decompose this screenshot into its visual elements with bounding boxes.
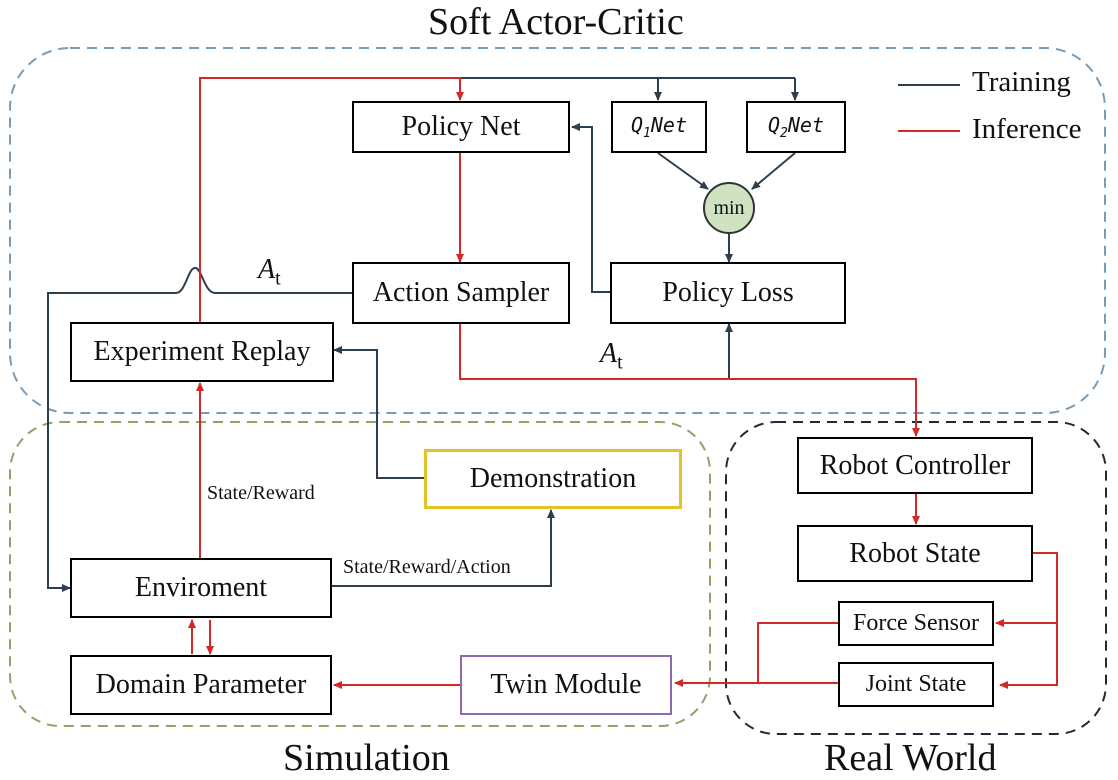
policy-net-box: Policy Net: [352, 101, 570, 153]
environment-label: Enviroment: [134, 572, 268, 603]
q1-net-box: Q1Net: [611, 101, 707, 153]
environment-box: Enviroment: [70, 558, 332, 618]
edge-policy-loss-to-policy-net: [571, 123, 610, 293]
demonstration-box: Demonstration: [424, 449, 682, 509]
edge-action-to-environment: [47, 267, 352, 592]
twin-module-label: Twin Module: [490, 669, 642, 700]
min-label: min: [713, 196, 745, 219]
legend-training-label: Training: [972, 66, 1071, 98]
edge-replay-to-policy-net: [199, 77, 464, 322]
edge-action-sampler-to-robot-controller: [459, 324, 920, 437]
robot-state-box: Robot State: [797, 525, 1033, 582]
region-title-sac: Soft Actor-Critic: [428, 1, 684, 43]
q2-net-box: Q2Net: [746, 101, 846, 153]
legend-inference-label: Inference: [972, 113, 1082, 145]
joint-state-label: Joint State: [865, 671, 967, 697]
experiment-replay-label: Experiment Replay: [93, 336, 311, 367]
min-node: min: [703, 182, 755, 234]
action-sampler-label: Action Sampler: [372, 277, 550, 308]
policy-loss-label: Policy Loss: [662, 277, 794, 308]
robot-controller-box: Robot Controller: [797, 437, 1033, 494]
edge-robot-state-branch: [999, 552, 1058, 689]
domain-parameter-label: Domain Parameter: [95, 669, 307, 700]
domain-parameter-box: Domain Parameter: [70, 655, 332, 715]
force-sensor-box: Force Sensor: [838, 601, 994, 646]
edge-q2-to-min: [751, 152, 796, 190]
edge-environment-to-demonstration: [332, 509, 555, 587]
robot-state-label: Robot State: [849, 537, 981, 569]
state-reward-label: State/Reward: [207, 482, 315, 504]
edge-q1-to-min: [657, 152, 709, 190]
force-sensor-label: Force Sensor: [853, 610, 979, 636]
at-label-top: At: [258, 254, 281, 290]
joint-state-box: Joint State: [838, 662, 994, 707]
region-sac-outline: [9, 47, 1106, 414]
q1-net-label: Q1Net: [631, 113, 687, 141]
twin-module-box: Twin Module: [460, 655, 672, 715]
region-title-simulation: Simulation: [283, 737, 450, 779]
policy-loss-box: Policy Loss: [610, 262, 846, 324]
experiment-replay-box: Experiment Replay: [70, 322, 334, 382]
edge-force-to-twin: [757, 622, 838, 683]
at-label-bottom: At: [600, 338, 623, 374]
robot-controller-label: Robot Controller: [819, 449, 1011, 481]
demonstration-label: Demonstration: [469, 463, 637, 494]
edge-demonstration-to-replay: [333, 346, 424, 479]
state-reward-action-label: State/Reward/Action: [343, 556, 511, 578]
policy-net-label: Policy Net: [401, 111, 521, 142]
region-simulation-outline: [9, 421, 711, 727]
region-title-real-world: Real World: [824, 737, 997, 779]
q2-net-label: Q2Net: [768, 113, 824, 141]
action-sampler-box: Action Sampler: [352, 262, 570, 324]
